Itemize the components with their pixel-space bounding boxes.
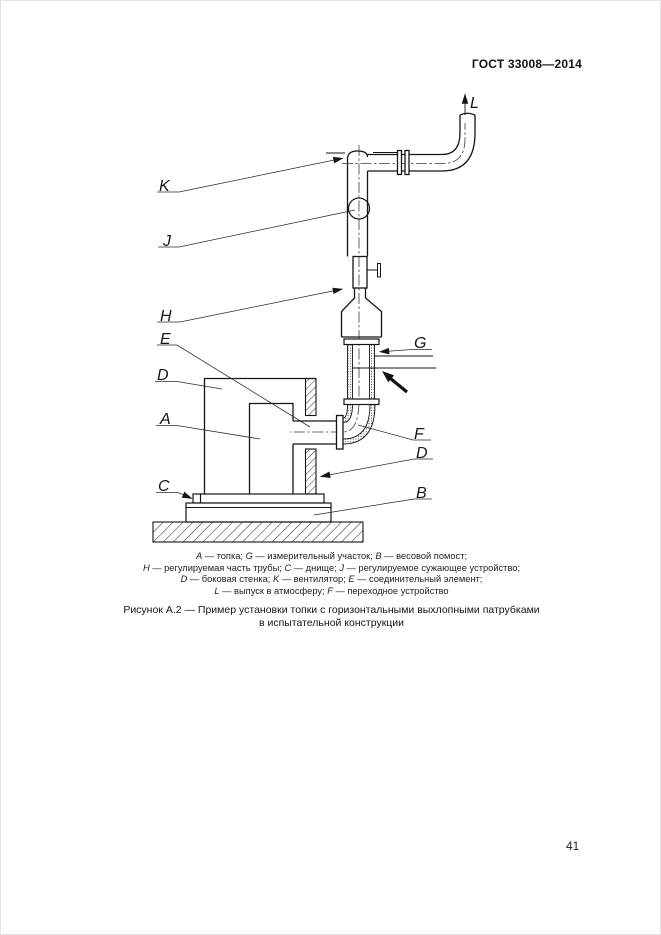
measuring-section: [343, 338, 436, 406]
label-F: F: [414, 426, 425, 443]
legend-text: — выпуск в атмосферу;: [219, 585, 328, 596]
legend-letter: C: [284, 562, 292, 573]
legend-line-1: A — топка; G — измерительный участок; B …: [1, 551, 660, 563]
figure-caption: Рисунок А.2 — Пример установки топки с г…: [1, 604, 660, 630]
figure-caption-line-1: Рисунок А.2 — Пример установки топки с г…: [123, 604, 540, 616]
legend-text: — измерительный участок;: [252, 551, 376, 561]
label-H: H: [160, 308, 172, 325]
page-number: 41: [566, 839, 580, 853]
legend-letter: H: [142, 562, 150, 573]
legend-text: — регулируемое сужающее устройство;: [343, 562, 521, 573]
label-K: K: [159, 178, 171, 195]
fan-pipe: [326, 150, 397, 257]
legend-line-3: D — боковая стенка; K — вентилятор; E — …: [1, 574, 660, 586]
legend-text: — соединительный элемент;: [354, 574, 483, 585]
atmosphere-outlet-pipe: [367, 112, 476, 176]
legend-letter: E: [348, 574, 355, 585]
legend-letter: A: [195, 551, 203, 561]
legend-text: — днище;: [291, 562, 340, 573]
label-D-right: D: [416, 445, 428, 462]
legend-letter: J: [339, 562, 344, 573]
label-B: B: [416, 485, 427, 502]
doc-number: ГОСТ 33008—2014: [471, 57, 582, 71]
constriction-device-circle: [347, 197, 371, 220]
legend-text: — переходное устройство: [332, 585, 449, 596]
bottom-plate: [192, 493, 325, 504]
elbow-transition: [342, 404, 376, 445]
ground-hatch: [152, 521, 364, 543]
label-G: G: [414, 335, 426, 352]
side-wall-hatched: [304, 377, 317, 495]
legend-letter: B: [375, 551, 382, 561]
label-E: E: [160, 331, 171, 348]
leader-lines: [155, 156, 433, 516]
legend-text: — вентилятор;: [279, 574, 349, 585]
weighing-platform: [185, 502, 332, 523]
legend-letter: L: [214, 585, 220, 596]
legend-line-2: H — регулируемая часть трубы; C — днище;…: [1, 562, 660, 575]
legend-text: — топка;: [202, 551, 246, 561]
legend-text: — весовой помост;: [381, 551, 468, 561]
flow-direction-arrow: [382, 371, 409, 394]
legend-letter: D: [180, 574, 188, 585]
legend-letter: F: [327, 585, 333, 596]
legend-letter: G: [245, 551, 253, 561]
legend-text: — регулируемая часть трубы;: [149, 562, 285, 573]
legend-letter: K: [272, 574, 280, 585]
label-D-left: D: [157, 367, 169, 384]
furnace-box: [203, 377, 316, 494]
adjustable-pipe-section: [352, 255, 381, 289]
label-C: C: [158, 478, 170, 495]
legend-text: — боковая стенка;: [187, 574, 273, 585]
label-L: L: [470, 95, 479, 112]
label-A: A: [159, 411, 171, 428]
figure-caption-line-2: в испытательной конструкции: [258, 616, 405, 629]
legend-line-4: L — выпуск в атмосферу; F — переходное у…: [1, 585, 660, 598]
figure-legend: A — топка; G — измерительный участок; B …: [1, 551, 660, 598]
label-J: J: [162, 233, 172, 250]
transition-funnel: [340, 288, 383, 338]
